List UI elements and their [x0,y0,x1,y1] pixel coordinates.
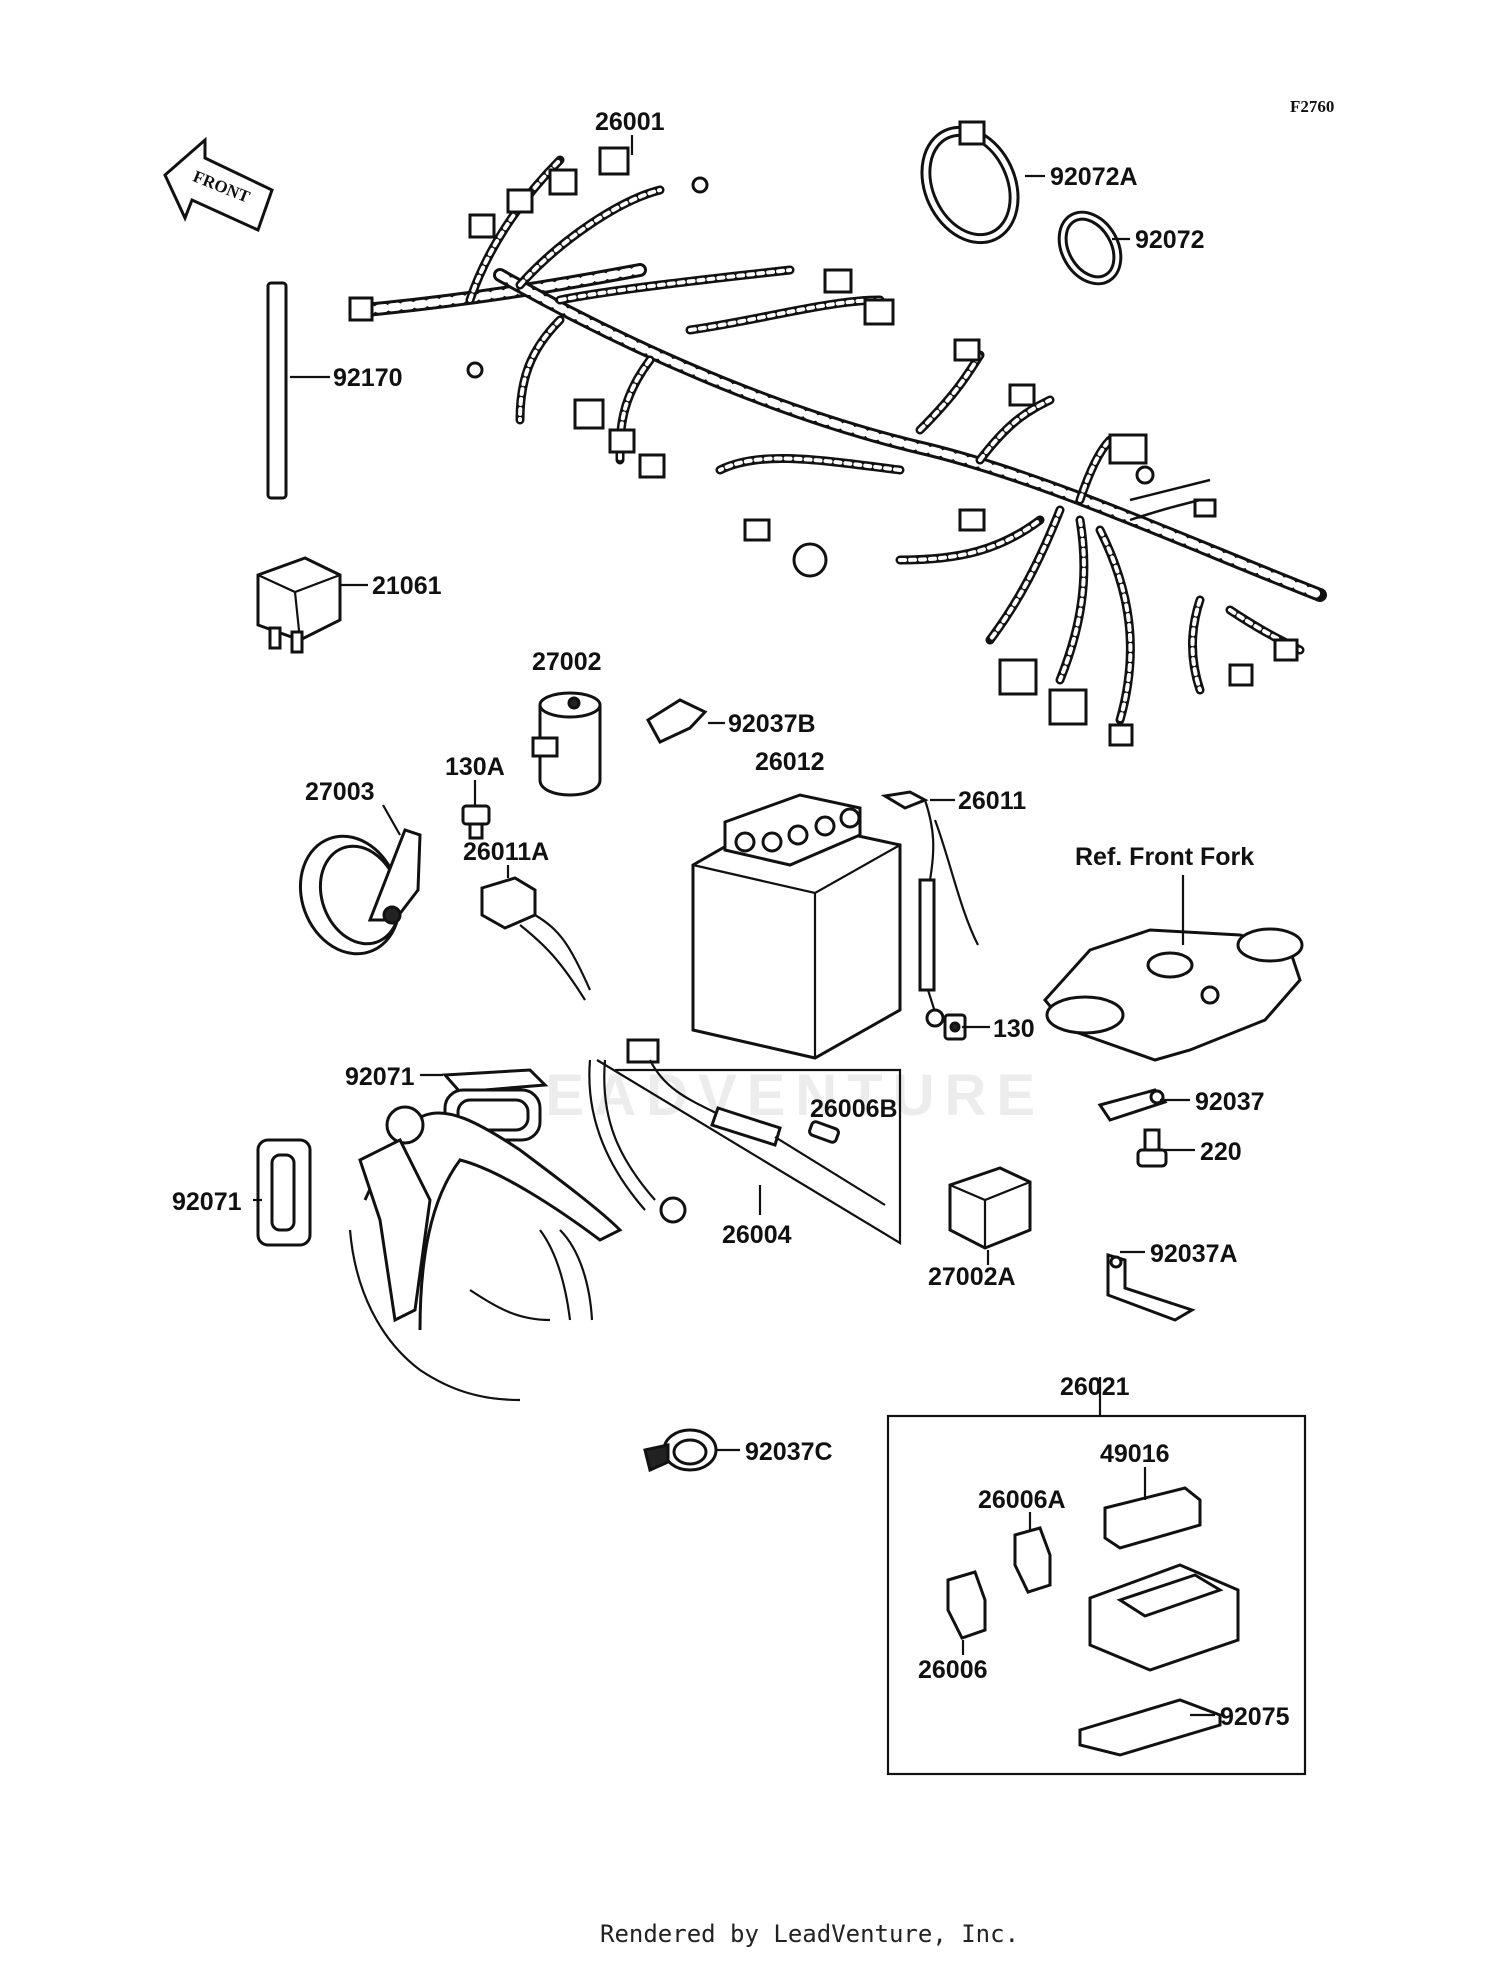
label-92071-left: 92071 [172,1188,242,1216]
grommet-left-illustration [256,1138,312,1247]
front-fork-bracket-illustration [1043,927,1304,1062]
figure-code: F2760 [1290,97,1334,116]
watermark-text: LEADVENTURE [500,1063,1045,1128]
bolt-220-illustration [1136,1128,1168,1168]
label-21061: 21061 [372,572,442,600]
clip-92037C-illustration [643,1428,718,1473]
wiring-harness-illustration [348,146,1327,747]
label-26021: 26021 [1060,1373,1130,1401]
label-27002: 27002 [532,648,602,676]
label-92072A: 92072A [1050,163,1138,191]
front-arrow-icon: FRONT [163,136,274,233]
label-92037B: 92037B [728,710,816,738]
battery-illustration [691,793,902,1060]
label-ref-front-fork: Ref. Front Fork [1075,843,1254,871]
label-27002A: 27002A [928,1263,1016,1291]
band-clamp-illustrations [920,120,1123,286]
leader-lines [253,135,1215,1717]
sensor-lead-illustration [626,1038,886,1206]
label-92037C: 92037C [745,1438,833,1466]
relay-illustration [256,556,342,654]
label-27003: 27003 [305,778,375,806]
label-92071-top: 92071 [345,1063,415,1091]
switch-unit-illustration [531,691,602,797]
label-92170: 92170 [333,364,403,392]
fuse-kit-box [886,1414,1307,1776]
footer-credit: Rendered by LeadVenture, Inc. [600,1920,1019,1948]
bracket-92037B-illustration [646,698,708,744]
label-26006B: 26006B [810,1095,898,1123]
label-26012: 26012 [755,748,825,776]
frame-illustration [348,1105,623,1402]
label-26006: 26006 [918,1656,988,1684]
fuse-kit-illustrations [946,1486,1240,1757]
label-26004: 26004 [722,1221,792,1249]
label-92037A: 92037A [1150,1240,1238,1268]
bracket-92037-illustration [1097,1088,1168,1122]
label-26006A: 26006A [978,1486,1066,1514]
starter-cable-illustration [480,876,687,1224]
strap-illustration [266,281,288,500]
label-130: 130 [993,1015,1035,1043]
label-92072: 92072 [1135,226,1205,254]
fuse-26006B-illustration [808,1120,840,1144]
bolt-130A-illustration [461,804,491,840]
label-130A: 130A [445,753,505,781]
label-49016: 49016 [1100,1440,1170,1468]
label-92075: 92075 [1220,1703,1290,1731]
label-26011: 26011 [958,787,1026,815]
bracket-92037A-illustration [1106,1252,1196,1322]
label-26001: 26001 [595,108,665,136]
battery-cable-illustration [880,790,979,1028]
label-92037: 92037 [1195,1088,1265,1116]
switch-27002A-illustration [948,1166,1032,1250]
horn-illustration [298,828,422,956]
label-26011A: 26011A [463,838,549,866]
label-220: 220 [1200,1138,1242,1166]
